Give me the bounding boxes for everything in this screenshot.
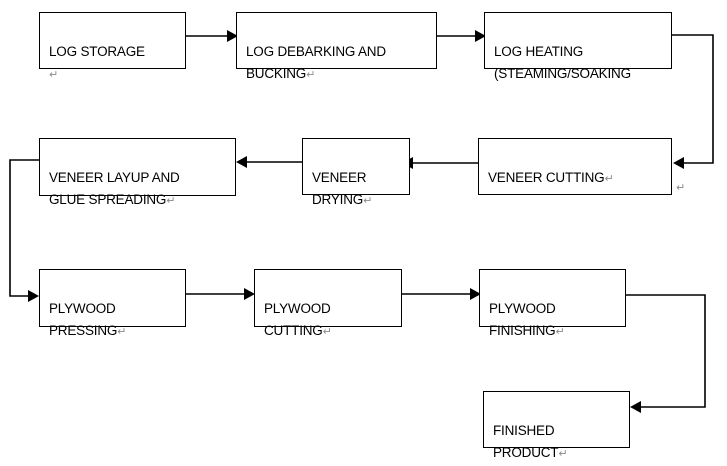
node-veneer-drying-mark: ↵	[363, 195, 373, 207]
node-finished-product-line2: PRODUCT	[493, 445, 559, 460]
node-log-heating-line1: LOG HEATING	[494, 44, 584, 59]
node-veneer-cutting-line1: VENEER CUTTING	[488, 170, 605, 185]
edge-debarking-to-heating	[437, 30, 486, 42]
node-log-debarking-mark: ↵	[306, 69, 316, 81]
edge-cutting-to-finishing	[402, 288, 481, 300]
node-log-storage[interactable]: LOG STORAGE ↵	[39, 12, 186, 81]
edge-finishing-to-finished-product	[626, 294, 706, 413]
node-veneer-drying-line1: VENEER	[312, 170, 367, 185]
edge-log-storage-to-debarking	[186, 30, 238, 42]
edge-layup-to-pressing	[9, 159, 39, 302]
node-plywood-pressing-line1: PLYWOOD	[49, 301, 116, 316]
node-log-heating-line2: (STEAMING/SOAKING	[494, 66, 631, 81]
node-veneer-layup-and-glue-spreading[interactable]: VENEER LAYUP AND GLUE SPREADING↵	[39, 138, 236, 207]
edge-veneer-drying-to-layup	[236, 156, 302, 168]
node-veneer-cutting[interactable]: VENEER CUTTING↵	[478, 138, 672, 195]
node-finished-product-mark: ↵	[558, 448, 568, 460]
node-plywood-pressing[interactable]: PLYWOOD PRESSING↵	[39, 269, 186, 338]
node-plywood-cutting-mark: ↵	[322, 326, 332, 338]
node-plywood-pressing-mark: ↵	[117, 326, 127, 338]
node-plywood-finishing-line1: PLYWOOD	[489, 301, 556, 316]
node-plywood-cutting-line1: PLYWOOD	[264, 301, 331, 316]
node-log-heating[interactable]: LOG HEATING (STEAMING/SOAKING	[484, 12, 672, 81]
edge-heating-to-veneer-cutting	[672, 34, 714, 169]
node-veneer-cutting-mark: ↵	[604, 173, 614, 185]
node-finished-product-line1: FINISHED	[493, 423, 555, 438]
node-log-debarking-and-bucking[interactable]: LOG DEBARKING AND BUCKING↵	[236, 12, 437, 81]
node-plywood-pressing-line2: PRESSING	[49, 323, 118, 338]
node-log-debarking-line1: LOG DEBARKING AND	[246, 44, 386, 59]
node-log-debarking-line2: BUCKING	[246, 66, 307, 81]
node-plywood-cutting-line2: CUTTING	[264, 323, 323, 338]
node-plywood-cutting[interactable]: PLYWOOD CUTTING↵	[254, 269, 402, 338]
node-veneer-layup-line1: VENEER LAYUP AND	[49, 170, 180, 185]
node-veneer-layup-mark: ↵	[166, 195, 176, 207]
node-plywood-finishing-mark: ↵	[555, 326, 565, 338]
edge-veneer-cutting-to-drying	[402, 157, 478, 169]
node-finished-product[interactable]: FINISHED PRODUCT↵	[483, 391, 630, 460]
edge-pressing-to-cutting	[186, 288, 255, 300]
node-log-storage-mark: ↵	[49, 69, 59, 81]
node-veneer-drying[interactable]: VENEER DRYING↵	[302, 138, 410, 207]
node-veneer-drying-line2: DRYING	[312, 192, 364, 207]
node-plywood-finishing-line2: FINISHING	[489, 323, 556, 338]
node-log-storage-line1: LOG STORAGE	[49, 44, 145, 59]
node-plywood-finishing[interactable]: PLYWOOD FINISHING↵	[479, 269, 626, 338]
stray-pilcrow-mark: ↵	[676, 182, 686, 194]
node-veneer-layup-line2: GLUE SPREADING	[49, 192, 167, 207]
